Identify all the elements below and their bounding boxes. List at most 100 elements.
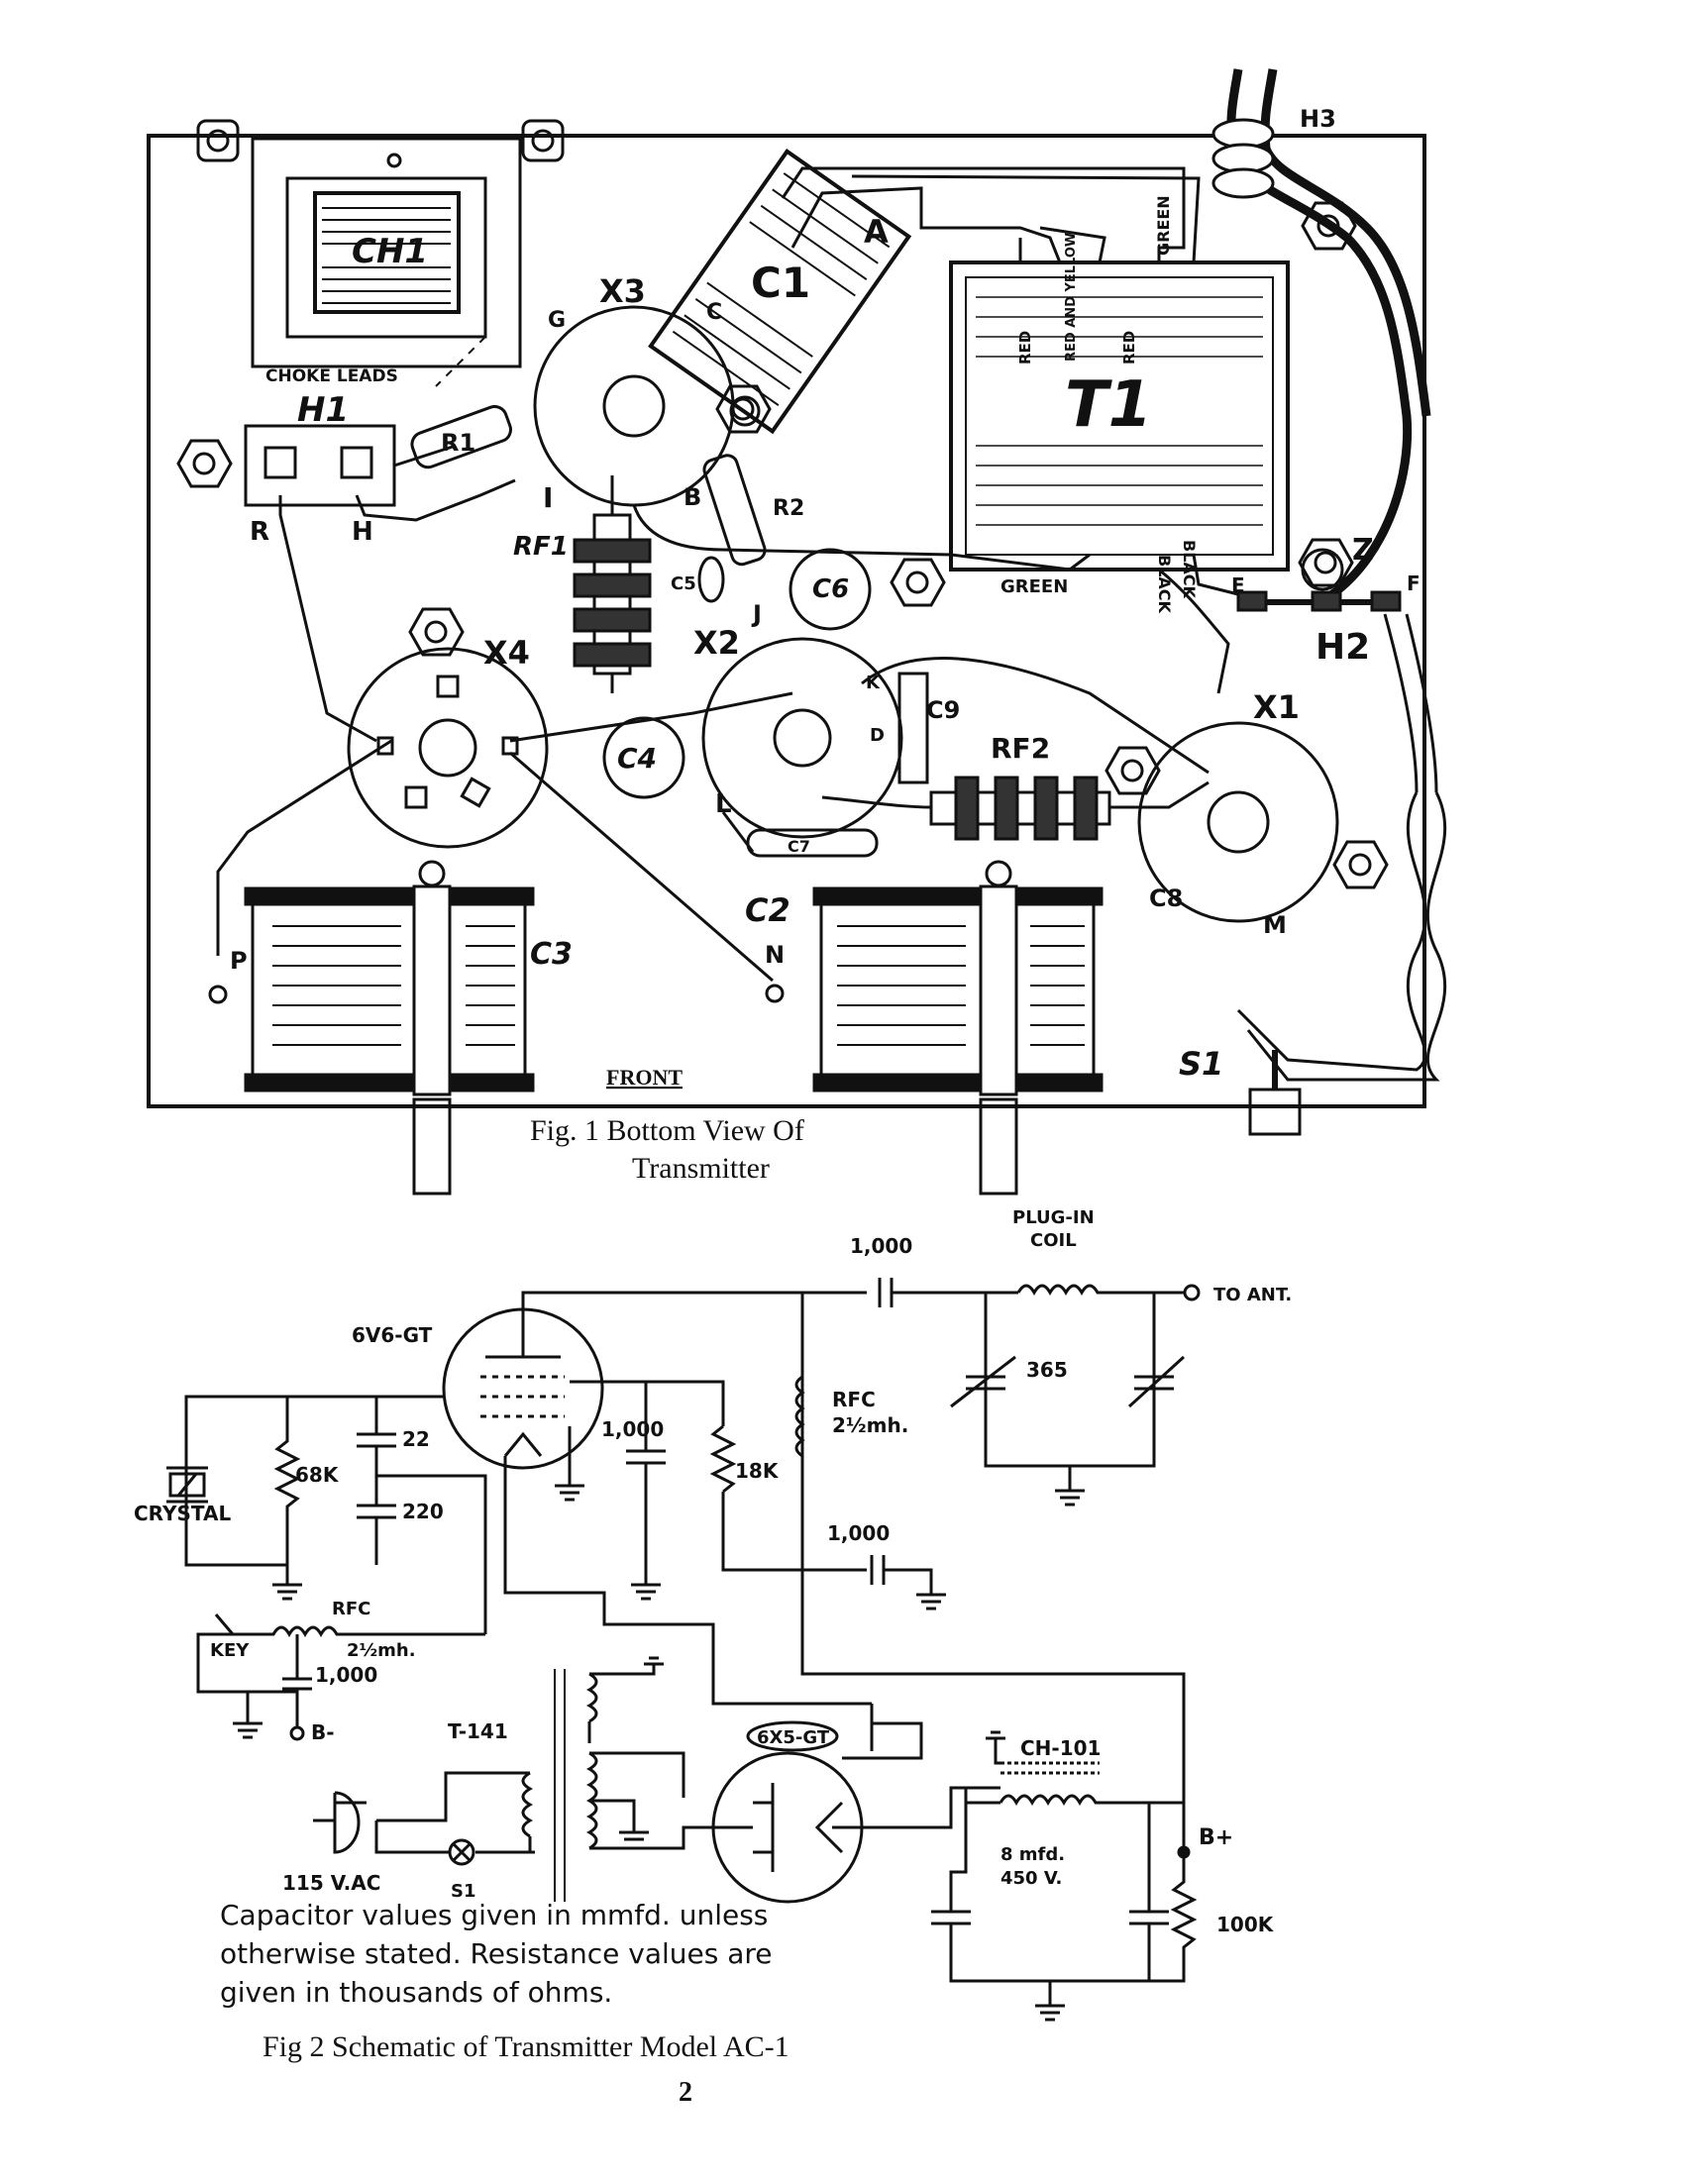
label-c7: C7: [788, 837, 810, 856]
label-l: L: [715, 789, 732, 819]
fig1-labels: H3 CH1 X3 C1 A T1 G C CHOKE LEADS H1 R1 …: [230, 105, 1421, 1090]
label-rfc-grid: RFC: [332, 1599, 370, 1619]
label-black-1: BLACK: [1155, 555, 1174, 614]
label-x2: X2: [693, 624, 740, 662]
socket-x3: [533, 305, 735, 507]
label-front: FRONT: [606, 1065, 683, 1090]
fig2-schematic: [166, 1278, 1201, 2022]
label-18k: 18K: [735, 1459, 780, 1483]
label-black-2: BLACK: [1180, 540, 1199, 599]
label-r2: R2: [773, 496, 804, 521]
choke-rf1: [573, 475, 652, 693]
label-ch101: CH-101: [1020, 1736, 1101, 1760]
label-plug-in: PLUG-IN: [1012, 1207, 1095, 1228]
label-c4: C4: [617, 742, 657, 775]
label-red-2: RED: [1120, 331, 1138, 364]
mount-nut-left: [196, 119, 240, 162]
label-c2: C2: [745, 891, 790, 929]
label-r1: R1: [441, 429, 475, 457]
label-365: 365: [1026, 1358, 1068, 1382]
resistor-r2: [702, 454, 767, 567]
socket-x1: [1137, 721, 1339, 923]
label-c9: C9: [926, 696, 960, 724]
hex-nut: [1298, 538, 1354, 587]
label-m: M: [1263, 911, 1287, 939]
label-b: B: [684, 483, 701, 511]
label-450v: 450 V.: [1000, 1868, 1062, 1889]
label-key: KEY: [210, 1640, 250, 1661]
fig2-labels: 6V6-GT CRYSTAL 68K 22 220 RFC 2½mh. KEY …: [134, 1207, 1292, 1936]
label-s1-switch: S1: [451, 1881, 476, 1902]
variable-capacitor-c2: [765, 860, 1104, 1196]
label-6x5gt: 6X5-GT: [757, 1727, 830, 1748]
label-t141: T-141: [448, 1719, 508, 1743]
label-p: P: [230, 947, 248, 975]
note-line2: otherwise stated. Resistance values are: [220, 1937, 773, 1970]
resistor-r1: [410, 404, 512, 469]
label-c5: C5: [671, 573, 696, 594]
note-line1: Capacitor values given in mmfd. unless: [220, 1899, 769, 1931]
socket-x4: [347, 647, 549, 849]
mount-nut-right: [521, 119, 565, 162]
note-line3: given in thousands of ohms.: [220, 1976, 613, 2009]
transformer-t1: [949, 260, 1290, 572]
label-rfc-plate: RFC: [832, 1388, 876, 1411]
label-1000-screen: 1,000: [601, 1417, 664, 1441]
label-h2: H2: [1316, 627, 1370, 668]
hex-nut: [1105, 746, 1161, 795]
label-d: D: [870, 725, 885, 746]
label-green-lower: GREEN: [1000, 576, 1068, 597]
capacitor-c4: [602, 716, 685, 799]
fig1-bottom-view: [147, 68, 1447, 1196]
fig1-caption-line1: Fig. 1 Bottom View Of: [530, 1114, 804, 1147]
tube-6x5: [711, 1720, 864, 1904]
variable-capacitor-c3: [208, 860, 535, 1196]
label-ch1: CH1: [352, 232, 428, 271]
label-coil: COIL: [1030, 1230, 1077, 1251]
terminal-strip-h1: [244, 424, 396, 507]
label-g: G: [548, 308, 566, 333]
label-r: R: [250, 517, 269, 547]
capacitor-c6: [789, 548, 872, 631]
label-b-plus: B+: [1199, 1825, 1233, 1850]
label-a: A: [864, 213, 889, 251]
hex-nut: [176, 439, 233, 488]
label-h3: H3: [1300, 105, 1336, 133]
capacitor-c5: [697, 556, 725, 603]
label-c8: C8: [1149, 884, 1183, 912]
page-number: 2: [679, 2077, 692, 2108]
label-c3: C3: [530, 937, 573, 972]
label-s1: S1: [1179, 1045, 1223, 1083]
label-red-1: RED: [1016, 331, 1034, 364]
label-h1: H1: [297, 390, 349, 430]
label-115vac: 115 V.AC: [282, 1871, 380, 1895]
fig1-caption-line2: Transmitter: [632, 1152, 770, 1185]
label-z: Z: [1352, 533, 1374, 568]
label-1000-key: 1,000: [315, 1663, 377, 1687]
label-68k: 68K: [295, 1463, 340, 1487]
chassis-outline: [147, 134, 1426, 1108]
label-to-ant: TO ANT.: [1213, 1285, 1292, 1305]
label-j: J: [751, 600, 762, 628]
hex-nut: [1301, 201, 1357, 251]
label-22: 22: [402, 1427, 430, 1451]
label-k: K: [866, 673, 881, 693]
label-choke-leads: CHOKE LEADS: [265, 366, 398, 386]
label-c: C: [706, 300, 722, 325]
label-c1: C1: [751, 259, 810, 307]
label-e: E: [1231, 573, 1245, 597]
label-green-upper: GREEN: [1154, 195, 1173, 256]
terminal-strip-h2: [1236, 548, 1402, 612]
socket-x2: [701, 637, 903, 839]
label-crystal: CRYSTAL: [134, 1502, 231, 1525]
hex-nut: [1332, 840, 1389, 889]
hex-nut: [890, 558, 946, 607]
label-i: I: [543, 481, 553, 514]
capacitor-c7: [746, 828, 879, 858]
label-t1: T1: [1065, 368, 1152, 442]
label-1000-coupling: 1,000: [850, 1234, 912, 1258]
label-8mfd: 8 mfd.: [1000, 1844, 1065, 1865]
switch-s1: [1248, 1050, 1302, 1136]
